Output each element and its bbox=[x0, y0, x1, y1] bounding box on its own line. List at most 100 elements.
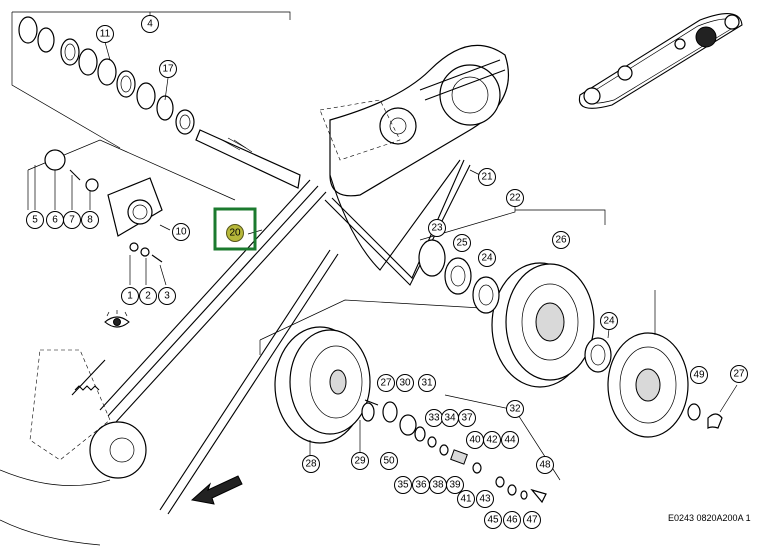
callout-bubble bbox=[478, 168, 496, 186]
callout-label: 31 bbox=[421, 378, 433, 389]
callout-37[interactable]: 37 bbox=[458, 409, 476, 427]
callout-39[interactable]: 39 bbox=[446, 476, 464, 494]
callout-24[interactable]: 24 bbox=[478, 249, 496, 267]
callout-label: 8 bbox=[87, 215, 93, 226]
callout-label: 25 bbox=[456, 238, 468, 249]
callout-44[interactable]: 44 bbox=[501, 431, 519, 449]
callout-22[interactable]: 22 bbox=[506, 189, 524, 207]
callout-38[interactable]: 38 bbox=[429, 476, 447, 494]
callout-label: 2 bbox=[145, 291, 151, 302]
callout-bubble bbox=[394, 476, 412, 494]
callout-label: 17 bbox=[162, 64, 174, 75]
callout-49[interactable]: 49 bbox=[690, 366, 708, 384]
callout-label: 24 bbox=[603, 316, 615, 327]
callout-1[interactable]: 1 bbox=[121, 287, 139, 305]
upper-drive-pulley bbox=[319, 44, 509, 197]
callout-bubble bbox=[506, 400, 524, 418]
callout-label: 45 bbox=[487, 515, 499, 526]
callout-50[interactable]: 50 bbox=[380, 452, 398, 470]
drawing-reference-code: E0243 0820A200A 1 bbox=[668, 513, 751, 523]
callout-bubble bbox=[506, 189, 524, 207]
callout-17[interactable]: 17 bbox=[159, 60, 177, 78]
highlighted-part[interactable]: 20 bbox=[213, 207, 257, 251]
callout-bubble bbox=[158, 287, 176, 305]
callout-bubble bbox=[730, 365, 748, 383]
callout-31[interactable]: 31 bbox=[418, 374, 436, 392]
callout-bubble bbox=[396, 374, 414, 392]
callout-47[interactable]: 47 bbox=[523, 511, 541, 529]
callout-48[interactable]: 48 bbox=[536, 456, 554, 474]
callout-23[interactable]: 23 bbox=[428, 219, 446, 237]
callout-label: 49 bbox=[693, 370, 705, 381]
callout-41[interactable]: 41 bbox=[457, 490, 475, 508]
callout-4[interactable]: 4 bbox=[141, 15, 159, 33]
callout-3[interactable]: 3 bbox=[158, 287, 176, 305]
callout-26[interactable]: 26 bbox=[552, 231, 570, 249]
callout-label: 47 bbox=[526, 515, 538, 526]
callout-46[interactable]: 46 bbox=[503, 511, 521, 529]
callout-32[interactable]: 32 bbox=[506, 400, 524, 418]
callout-20[interactable]: 20 bbox=[226, 224, 244, 242]
callout-bubble bbox=[377, 374, 395, 392]
clutch-disc bbox=[607, 290, 723, 438]
callout-25[interactable]: 25 bbox=[453, 234, 471, 252]
callout-bubble bbox=[458, 409, 476, 427]
callout-label: 38 bbox=[432, 480, 444, 491]
callout-label: 32 bbox=[509, 404, 521, 415]
callout-28[interactable]: 28 bbox=[302, 455, 320, 473]
callout-label: 44 bbox=[504, 435, 516, 446]
callout-33[interactable]: 33 bbox=[425, 409, 443, 427]
callout-leaders bbox=[34, 41, 738, 455]
callout-label: 3 bbox=[164, 291, 170, 302]
small-parts-set bbox=[361, 399, 547, 504]
callout-label: 36 bbox=[415, 480, 427, 491]
v-belt-main bbox=[99, 159, 461, 515]
callout-bubble bbox=[428, 219, 446, 237]
callout-label: 24 bbox=[481, 253, 493, 264]
callout-10[interactable]: 10 bbox=[172, 223, 190, 241]
callout-bubble bbox=[26, 211, 44, 229]
callout-bubble bbox=[536, 456, 554, 474]
callout-bubble bbox=[351, 452, 369, 470]
callout-11[interactable]: 11 bbox=[96, 25, 114, 43]
direction-arrow-icon bbox=[190, 475, 243, 505]
callout-bubble bbox=[446, 476, 464, 494]
callout-bubble bbox=[690, 366, 708, 384]
callout-27[interactable]: 27 bbox=[730, 365, 748, 383]
callout-bubble bbox=[457, 490, 475, 508]
callout-bubble bbox=[172, 223, 190, 241]
callout-40[interactable]: 40 bbox=[466, 431, 484, 449]
callout-7[interactable]: 7 bbox=[63, 211, 81, 229]
callout-bubble bbox=[484, 511, 502, 529]
callout-2[interactable]: 2 bbox=[139, 287, 157, 305]
callout-5[interactable]: 5 bbox=[26, 211, 44, 229]
callout-bubble bbox=[302, 455, 320, 473]
callout-label: 29 bbox=[354, 456, 366, 467]
callout-label: 35 bbox=[397, 480, 409, 491]
callout-label: 46 bbox=[506, 515, 518, 526]
callout-label: 30 bbox=[399, 378, 411, 389]
callout-bubble bbox=[141, 15, 159, 33]
callout-27[interactable]: 27 bbox=[377, 374, 395, 392]
callout-30[interactable]: 30 bbox=[396, 374, 414, 392]
callout-label: 1 bbox=[127, 291, 133, 302]
large-sheave bbox=[491, 262, 595, 388]
callout-42[interactable]: 42 bbox=[483, 431, 501, 449]
callout-bubble bbox=[63, 211, 81, 229]
callout-34[interactable]: 34 bbox=[441, 409, 459, 427]
callout-21[interactable]: 21 bbox=[478, 168, 496, 186]
callout-43[interactable]: 43 bbox=[476, 490, 494, 508]
callout-8[interactable]: 8 bbox=[81, 211, 99, 229]
callout-bubble bbox=[96, 25, 114, 43]
callout-bubble bbox=[139, 287, 157, 305]
callout-35[interactable]: 35 bbox=[394, 476, 412, 494]
callout-29[interactable]: 29 bbox=[351, 452, 369, 470]
callout-6[interactable]: 6 bbox=[46, 211, 64, 229]
callout-24[interactable]: 24 bbox=[600, 312, 618, 330]
callout-bubble bbox=[501, 431, 519, 449]
callout-45[interactable]: 45 bbox=[484, 511, 502, 529]
callout-label: 43 bbox=[479, 494, 491, 505]
callout-36[interactable]: 36 bbox=[412, 476, 430, 494]
callout-label: 27 bbox=[733, 369, 745, 380]
